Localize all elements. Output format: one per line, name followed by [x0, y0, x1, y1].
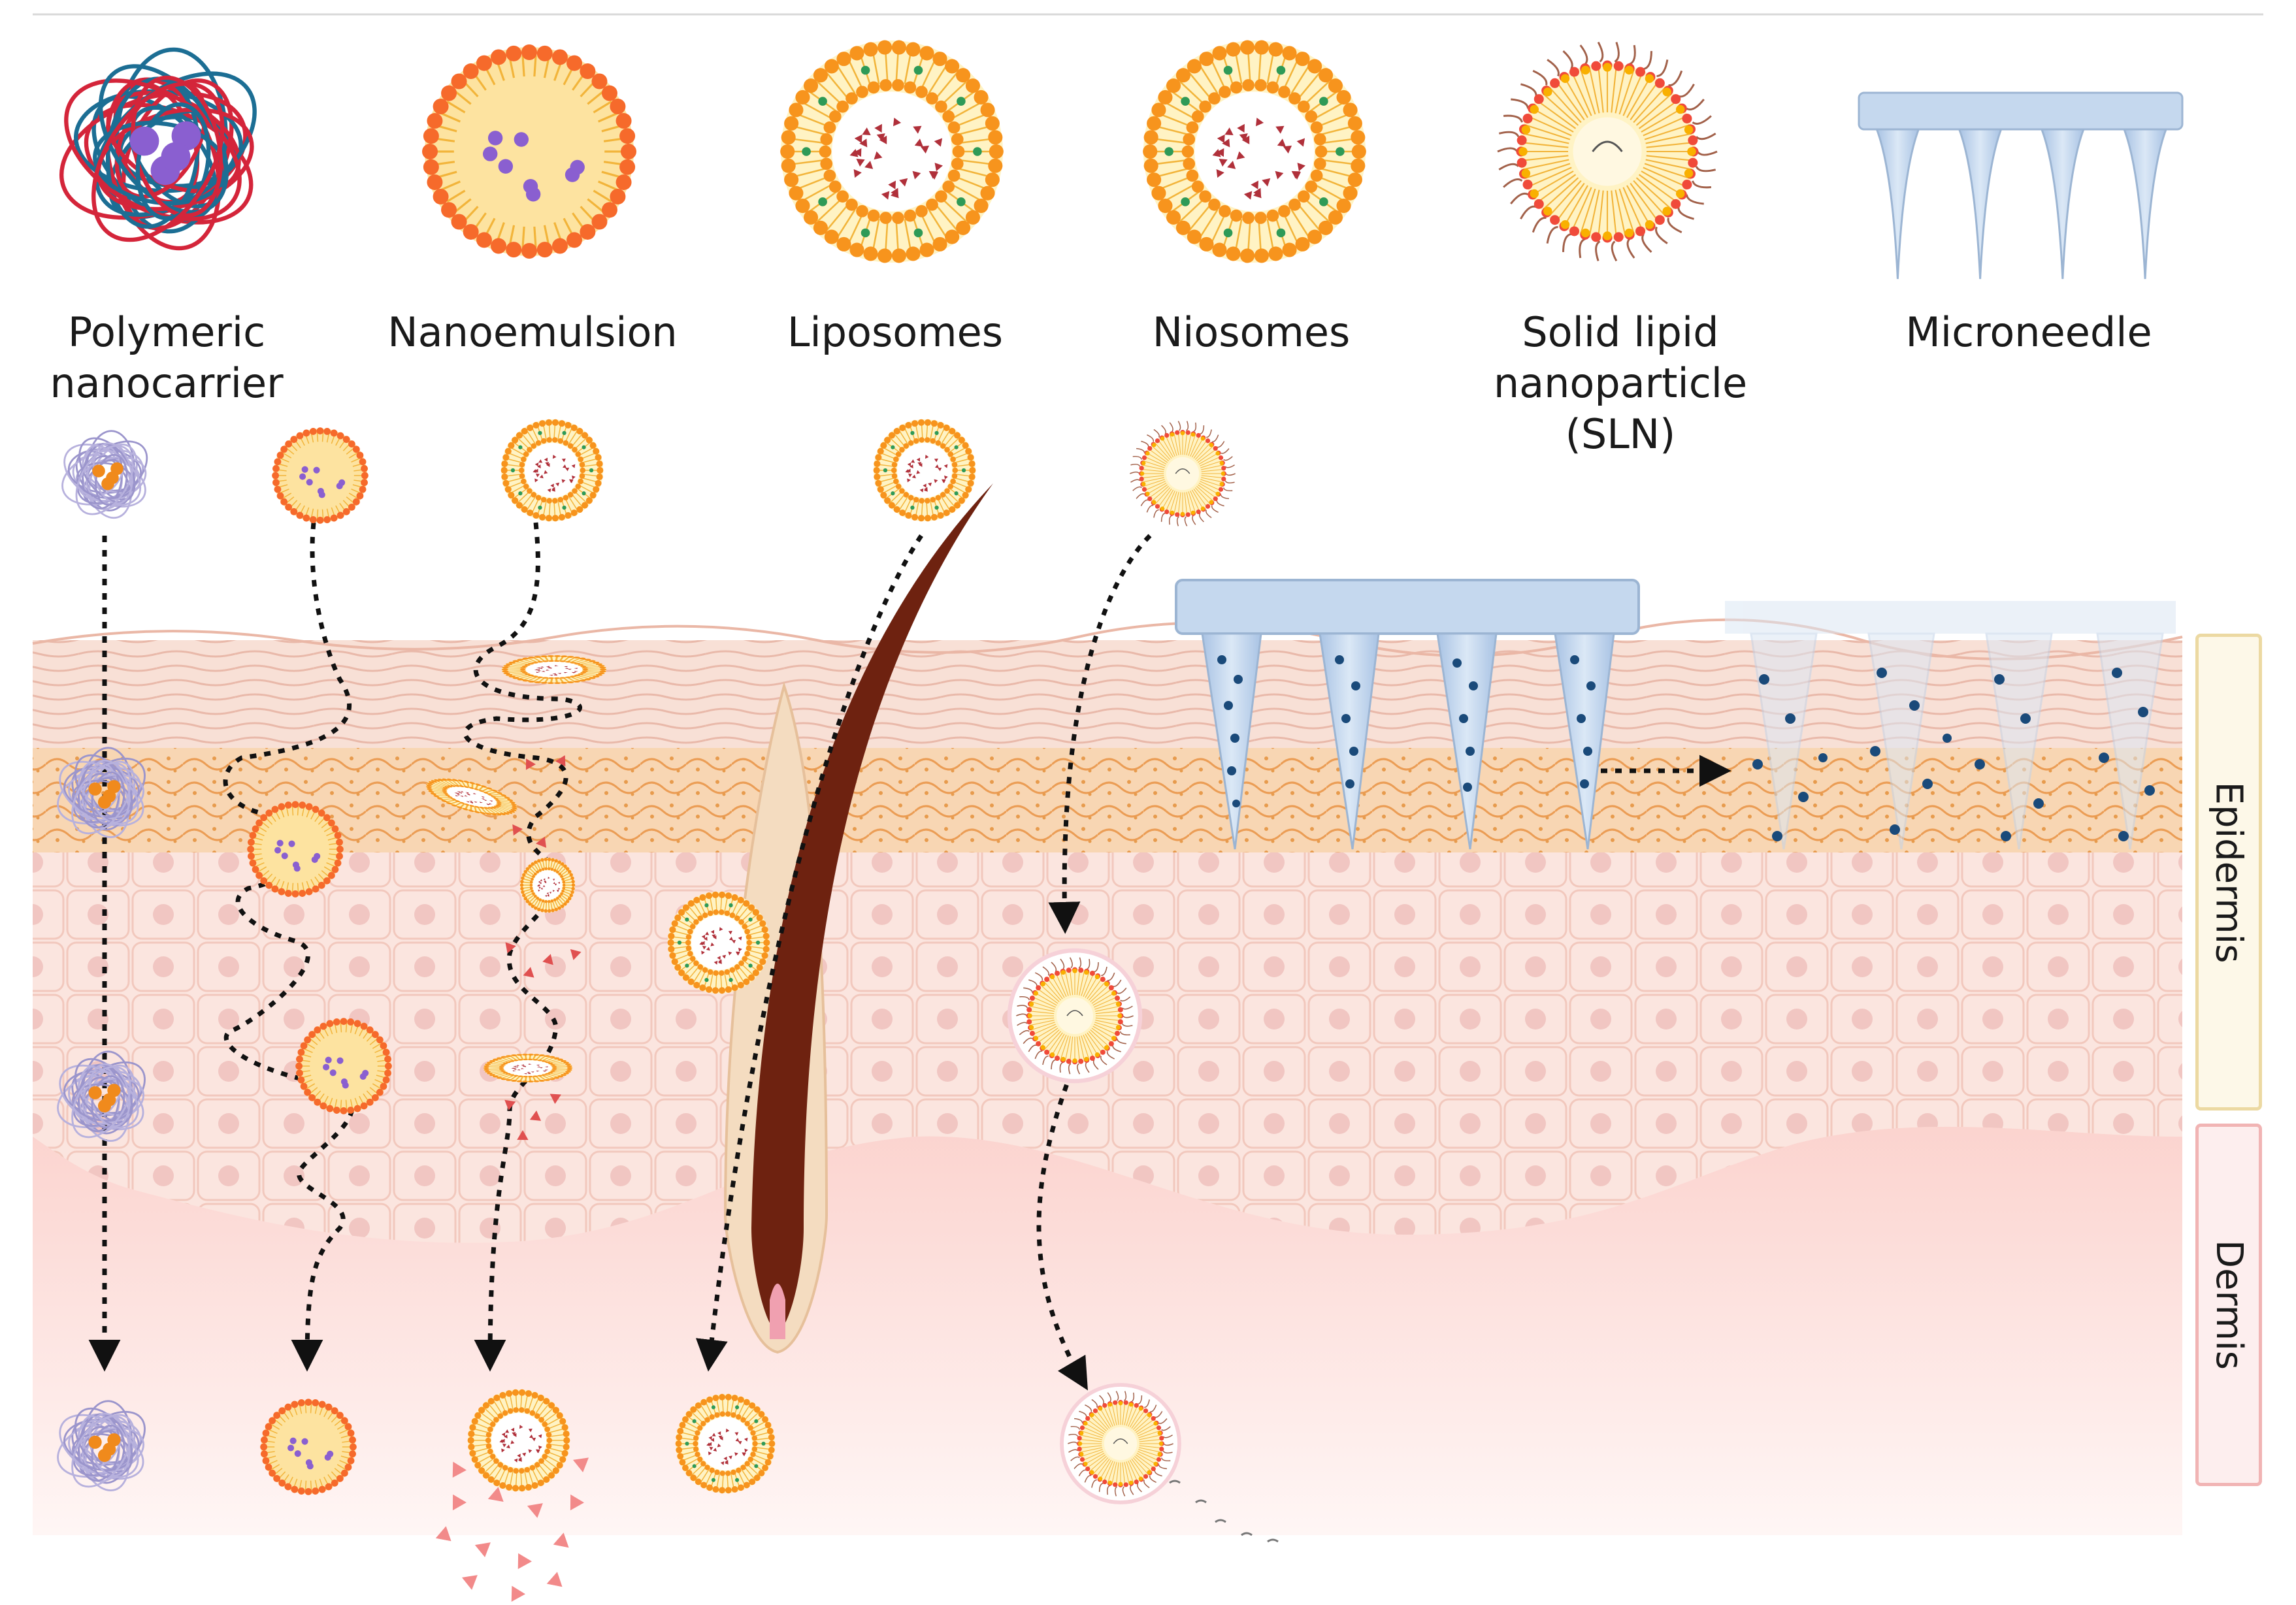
liposome-delivered [467, 1389, 570, 1492]
nanoemulsion-in-skin-1 [247, 801, 344, 898]
pathway-sln-upper [1048, 534, 1152, 934]
microneedle-dissolved [1725, 601, 2176, 850]
polymeric-in-skin-2 [57, 1050, 146, 1143]
polymeric-nanocarrier-icon [59, 47, 257, 251]
niosome-icon [1143, 40, 1366, 263]
polymeric-delivered [57, 1400, 146, 1492]
released-lipids [1169, 1480, 1279, 1543]
nanoemulsion-delivered [260, 1399, 357, 1495]
carrier-label-niosomes: Niosomes [1152, 308, 1351, 356]
nanoemulsion-icon [422, 44, 636, 259]
liposome-deformed-1 [501, 655, 607, 685]
polymeric-start [61, 430, 148, 519]
liposome-deformed-3 [483, 1053, 573, 1083]
microneedle-icon [1858, 91, 2184, 280]
carrier-label-liposomes: Liposomes [787, 308, 1004, 356]
epidermis-label-tab: Epidermis [2195, 634, 2262, 1111]
liposome-in-skin [519, 857, 576, 913]
released-drug-triangles [504, 755, 582, 1141]
liposome-icon [780, 40, 1004, 263]
dermis-label: Dermis [2207, 1240, 2250, 1370]
penetration-pathways [88, 522, 1731, 1391]
carrier-label-sln: Solid lipid nanoparticle (SLN) [1493, 308, 1748, 458]
niosome-delivered [675, 1393, 776, 1494]
hair-follicle [723, 483, 993, 1354]
released-drug-dermis [435, 1457, 589, 1602]
granular-texture [33, 745, 2182, 852]
pathway-nanoemulsion [223, 522, 355, 1372]
nanoemulsion-in-skin-2 [295, 1018, 392, 1114]
niosome-start [873, 419, 976, 522]
carrier-label-nanoemulsion: Nanoemulsion [387, 308, 678, 356]
nanoemulsion-start [272, 427, 369, 524]
liposome-start [500, 419, 604, 522]
pathway-liposome [463, 522, 583, 1372]
released-drug-particles [1752, 668, 2155, 841]
carrier-label-polymeric: Polymeric nanocarrier [50, 308, 284, 407]
microneedle-patch-inserted [1175, 579, 1640, 850]
carrier-label-microneedle: Microneedle [1905, 308, 2152, 356]
dermis-label-tab: Dermis [2195, 1124, 2262, 1486]
polymeric-in-skin-1 [57, 747, 146, 839]
epidermis-label: Epidermis [2207, 781, 2250, 963]
sln-delivered [1060, 1383, 1181, 1504]
liposome-deformed-2 [425, 778, 518, 816]
niosome-in-skin [667, 891, 770, 994]
pathway-follicular [695, 534, 923, 1372]
stratum-corneum-texture [33, 640, 2182, 748]
microneedle-drug-particles [1217, 655, 1596, 807]
solid-lipid-nanoparticle-icon [1497, 41, 1718, 262]
sln-in-skin [1007, 948, 1143, 1084]
sln-start [1130, 421, 1236, 527]
skin-cross-section [32, 618, 2183, 1535]
pathway-sln-lower [1036, 1070, 1088, 1391]
